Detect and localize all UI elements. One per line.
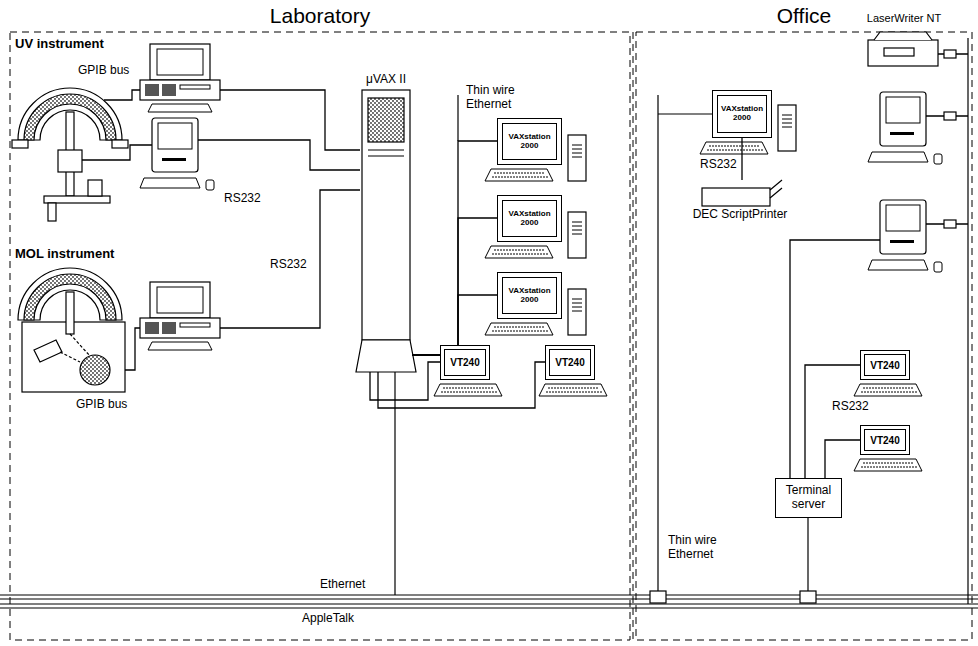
computer-drawing: [140, 44, 942, 471]
node-label: VAXstation 2000: [502, 123, 557, 160]
network-bus: [0, 38, 978, 608]
connector: [412, 218, 497, 355]
bus-label: Thin wire Ethernet: [666, 534, 744, 562]
bus-label: GPIB bus: [74, 398, 129, 412]
connector: [805, 365, 860, 478]
bus-label: RS232: [268, 258, 309, 272]
cable: [82, 54, 968, 478]
connector: [412, 141, 497, 355]
node-label: VT240: [444, 349, 486, 376]
connector: [825, 440, 860, 478]
workstation: VAXstation 2000: [497, 272, 562, 319]
workstation: VAXstation 2000: [497, 118, 562, 165]
node-label: LaserWriter NT: [848, 12, 960, 24]
workstation: VAXstation 2000: [712, 90, 772, 138]
node-label: μVAX II: [360, 72, 412, 86]
minicomputer: μVAX II: [360, 72, 412, 372]
instrument: MOL instrument: [15, 246, 133, 396]
node-label: Terminal server: [780, 484, 837, 512]
node-label: VAXstation 2000: [502, 277, 557, 314]
bus-label: RS232: [222, 192, 263, 206]
bus-label: Thin wire Ethernet: [464, 84, 542, 112]
bus-label: RS232: [830, 400, 871, 414]
connector: [370, 362, 440, 400]
node-label: UV instrument: [15, 36, 133, 51]
connector: [741, 138, 742, 180]
workstation: VAXstation 2000: [497, 195, 562, 242]
bus-label: GPIB bus: [76, 64, 131, 78]
node-label: VT240: [864, 429, 906, 451]
terminal: VT240: [860, 425, 910, 455]
node-label: MOL instrument: [15, 246, 133, 261]
bus-label: AppleTalk: [300, 612, 356, 626]
uv-instrument-drawing: [12, 88, 128, 221]
minicomputer-drawing: [356, 90, 416, 372]
node-label: VT240: [864, 354, 906, 376]
printer-drawing: [702, 32, 956, 228]
laser-printer: LaserWriter NT: [848, 12, 960, 72]
terminal: VT240: [860, 350, 910, 380]
node-label: VAXstation 2000: [717, 95, 767, 133]
terminal: VT240: [440, 345, 490, 380]
bus-label: Ethernet: [318, 578, 367, 592]
node-label: DEC ScriptPrinter: [690, 208, 790, 222]
node-label: VAXstation 2000: [502, 200, 557, 237]
node-label: Laboratory: [10, 2, 630, 28]
instrument: UV instrument: [15, 36, 133, 216]
region-border: [10, 32, 972, 640]
terminal-server: Terminal server: [775, 478, 842, 518]
bus-label: RS232: [698, 158, 739, 172]
terminal: VT240: [545, 345, 595, 380]
mol-instrument-drawing: [18, 268, 125, 392]
script-printer: DEC ScriptPrinter: [690, 180, 790, 240]
node-label: VT240: [549, 349, 591, 376]
